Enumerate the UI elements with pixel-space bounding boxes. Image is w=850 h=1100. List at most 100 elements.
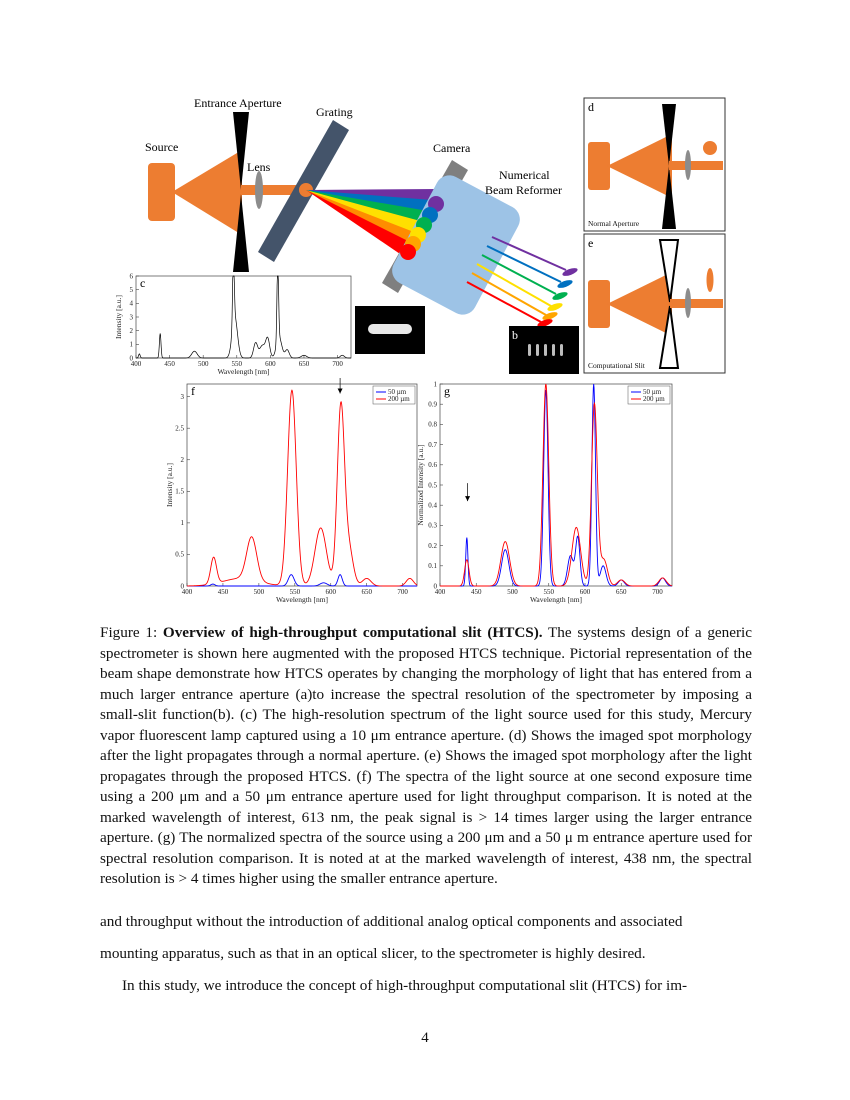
out-ray-red — [466, 281, 542, 323]
x-tick-label: 500 — [198, 360, 209, 368]
x-tick-label: 600 — [265, 360, 276, 368]
y-tick-label: 0.2 — [428, 542, 437, 550]
body-para-2: In this study, we introduce the concept … — [122, 977, 688, 994]
y-tick-label: 1 — [434, 380, 438, 388]
y-tick-label: 2 — [181, 456, 185, 464]
label-lens: Lens — [247, 160, 271, 174]
e-spot — [706, 268, 714, 292]
label-panel-a: a — [359, 307, 365, 321]
x-tick-label: 550 — [290, 588, 301, 596]
spot-red — [400, 244, 416, 260]
marker-arrow-head — [337, 388, 343, 394]
series-line-1 — [136, 275, 351, 359]
x-tick-label: 600 — [580, 588, 591, 596]
lens-shape — [255, 171, 263, 209]
label-normal-aperture: Normal Aperture — [588, 219, 640, 228]
y-tick-label: 2 — [130, 327, 134, 335]
plot-frame — [439, 383, 673, 587]
out-spot-yellow — [547, 303, 563, 311]
y-tick-label: 0.5 — [428, 481, 437, 489]
label-reformer-1: Numerical — [499, 168, 550, 182]
y-tick-label: 1 — [130, 341, 134, 349]
panel-letter: f — [191, 384, 195, 398]
x-tick-label: 700 — [397, 588, 408, 596]
y-tick-label: 1 — [181, 519, 185, 527]
e-beam — [607, 272, 672, 336]
y-tick-label: 0.6 — [428, 461, 437, 469]
body-line-1: and throughput without the introduction … — [100, 913, 683, 930]
x-tick-label: 650 — [616, 588, 627, 596]
series-line-2 — [440, 383, 673, 587]
legend-label: 50 µm — [643, 388, 662, 396]
ray-orange — [306, 190, 422, 244]
panel-letter: c — [140, 276, 145, 290]
e-source — [588, 280, 610, 328]
d-aperture-bottom — [662, 166, 676, 229]
entrance-aperture-bottom — [233, 194, 249, 272]
legend-label: 200 µm — [388, 395, 410, 403]
e-lens — [685, 288, 691, 318]
x-tick-label: 700 — [332, 360, 343, 368]
series-line-2 — [186, 389, 418, 587]
ray-red — [306, 190, 418, 256]
x-tick-label: 650 — [361, 588, 372, 596]
x-tick-label: 500 — [507, 588, 518, 596]
y-tick-label: 1.5 — [175, 488, 184, 496]
y-axis-label: Intensity [a.u.] — [114, 295, 123, 339]
x-tick-label: 650 — [299, 360, 310, 368]
ray-violet — [306, 189, 438, 200]
out-spot-green — [552, 292, 568, 300]
x-axis-label: Wavelength [nm] — [217, 367, 269, 376]
d-aperture-top — [662, 104, 676, 166]
y-tick-label: 0.4 — [428, 502, 437, 510]
y-tick-label: 3 — [181, 393, 185, 401]
out-ray-yellow — [476, 263, 552, 307]
d-lens — [685, 150, 691, 180]
label-grating: Grating — [316, 105, 353, 119]
d-spot — [703, 141, 717, 155]
d-source — [588, 142, 610, 190]
y-tick-label: 0 — [130, 354, 134, 362]
caption-title: Overview of high-throughput computationa… — [162, 624, 543, 641]
marker-arrow-head — [465, 496, 471, 502]
label-panel-d: d — [588, 100, 594, 114]
y-tick-label: 0.7 — [428, 441, 437, 449]
legend-label: 50 µm — [388, 388, 407, 396]
d-beam — [607, 134, 672, 198]
y-tick-label: 0.8 — [428, 421, 437, 429]
plot-frame — [186, 383, 418, 587]
out-ray-violet — [491, 236, 567, 271]
x-tick-label: 400 — [182, 588, 193, 596]
y-tick-label: 3 — [130, 313, 134, 321]
out-ray-green — [481, 254, 557, 295]
x-tick-label: 500 — [254, 588, 265, 596]
page-number: 4 — [421, 1030, 429, 1046]
x-tick-label: 600 — [326, 588, 337, 596]
x-tick-label: 400 — [131, 360, 142, 368]
label-panel-e: e — [588, 236, 594, 250]
e-slit-top — [658, 239, 680, 303]
y-tick-label: 5 — [130, 286, 134, 294]
y-axis-label: Intensity [a.u.] — [165, 463, 174, 507]
image-a-stripe — [368, 324, 412, 334]
caption-lead: Figure 1: — [100, 624, 163, 641]
ray-green — [306, 190, 430, 222]
collimated-beam — [241, 185, 306, 195]
label-camera: Camera — [433, 141, 471, 155]
out-ray-orange — [471, 272, 547, 316]
out-ray-blue — [486, 245, 562, 283]
x-tick-label: 550 — [232, 360, 243, 368]
figure-caption: Figure 1: Overview of high-throughput co… — [100, 623, 752, 890]
e-slit-bottom — [658, 305, 680, 369]
out-spot-red — [537, 319, 553, 327]
legend-label: 200 µm — [643, 395, 665, 403]
out-spot-violet — [562, 268, 578, 276]
x-tick-label: 700 — [652, 588, 663, 596]
plot-frame — [135, 275, 352, 359]
y-tick-label: 0.5 — [175, 551, 184, 559]
caption-text: The systems design of a generic spectrom… — [100, 624, 753, 887]
image-b-lines — [528, 344, 563, 356]
y-tick-label: 6 — [130, 272, 134, 280]
x-tick-label: 550 — [544, 588, 555, 596]
y-tick-label: 0.1 — [428, 562, 437, 570]
